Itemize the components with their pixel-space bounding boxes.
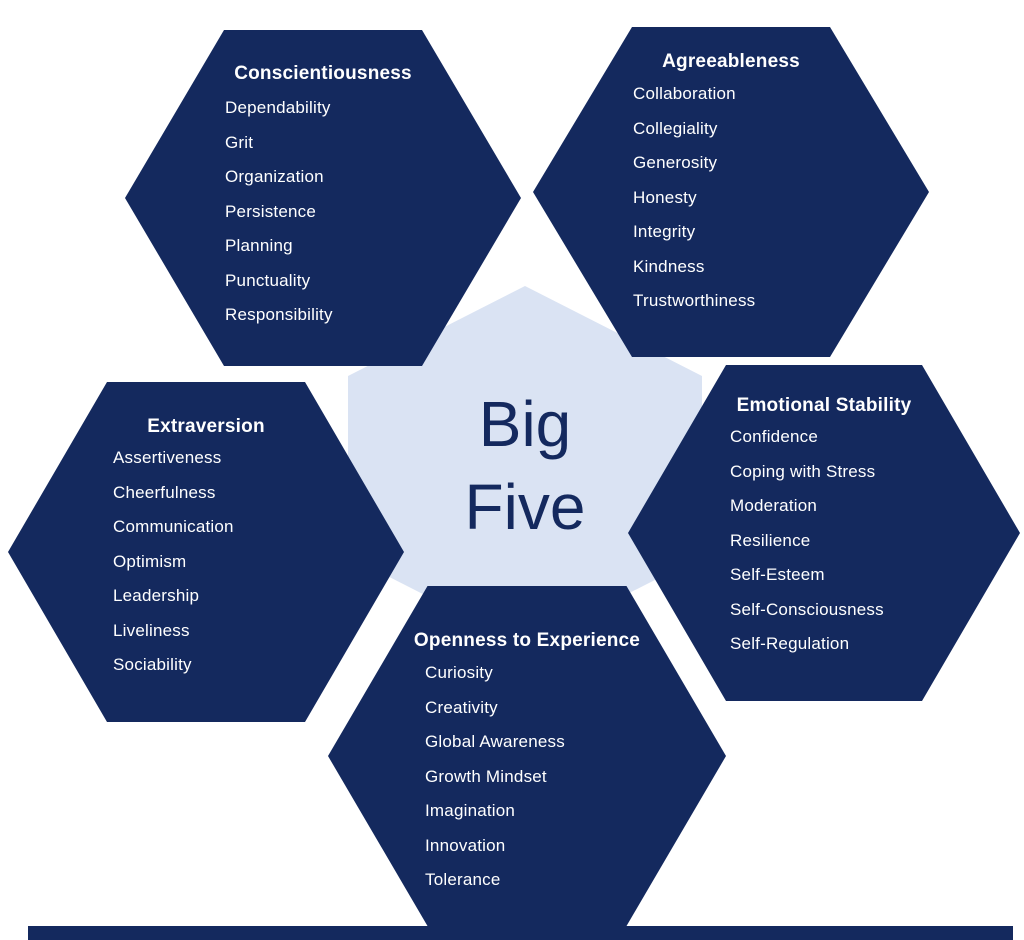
trait-item: Cheerfulness bbox=[113, 482, 216, 502]
trait-item: Sociability bbox=[113, 655, 192, 674]
trait-item: Imagination bbox=[425, 801, 516, 820]
trait-item: Self-Esteem bbox=[730, 565, 825, 584]
trait-list: Dependability Grit Organization Persiste… bbox=[125, 91, 521, 333]
hexagon-agreeableness: Agreeableness Collaboration Collegiality… bbox=[533, 27, 929, 357]
trait-item: Trustworthiness bbox=[633, 291, 756, 310]
hexagon-title: Openness to Experience bbox=[413, 630, 641, 651]
trait-item: Liveliness bbox=[113, 620, 190, 640]
trait-list: Confidence Coping with Stress Moderation… bbox=[628, 420, 1020, 662]
trait-item: Generosity bbox=[633, 153, 718, 172]
trait-item: Assertiveness bbox=[113, 448, 222, 467]
bottom-bar bbox=[28, 926, 1013, 940]
hexagon-title: Extraversion bbox=[147, 416, 265, 437]
trait-item: Coping with Stress bbox=[730, 461, 876, 481]
trait-item: Confidence bbox=[730, 427, 819, 446]
trait-list: Curiosity Creativity Global Awareness Gr… bbox=[328, 656, 726, 898]
trait-item: Persistence bbox=[225, 201, 317, 221]
hexagon-openness-to-experience: Openness to Experience Curiosity Creativ… bbox=[328, 586, 726, 926]
trait-item: Kindness bbox=[633, 256, 705, 276]
trait-item: Innovation bbox=[425, 835, 506, 855]
trait-item: Integrity bbox=[633, 222, 696, 241]
hexagon-title: Conscientiousness bbox=[234, 63, 412, 84]
trait-item: Self-Regulation bbox=[730, 634, 850, 653]
trait-item: Collaboration bbox=[633, 84, 736, 103]
trait-item: Grit bbox=[225, 132, 254, 152]
trait-item: Moderation bbox=[730, 496, 818, 515]
trait-list: Collaboration Collegiality Generosity Ho… bbox=[533, 77, 929, 319]
trait-item: Tolerance bbox=[425, 870, 501, 889]
hexagon-conscientiousness: Conscientiousness Dependability Grit Org… bbox=[125, 30, 521, 366]
trait-item: Communication bbox=[113, 517, 234, 536]
trait-item: Planning bbox=[225, 236, 293, 255]
trait-item: Curiosity bbox=[425, 663, 493, 682]
trait-item: Self-Consciousness bbox=[730, 599, 884, 619]
trait-item: Creativity bbox=[425, 697, 498, 717]
hexagon-extraversion: Extraversion Assertiveness Cheerfulness … bbox=[8, 382, 404, 722]
trait-item: Dependability bbox=[225, 98, 331, 117]
hexagon-title: Agreeableness bbox=[662, 51, 800, 72]
trait-item: Punctuality bbox=[225, 270, 311, 290]
trait-list: Assertiveness Cheerfulness Communication… bbox=[8, 441, 404, 683]
trait-item: Growth Mindset bbox=[425, 766, 547, 786]
trait-item: Leadership bbox=[113, 586, 200, 605]
trait-item: Optimism bbox=[113, 551, 187, 571]
trait-item: Global Awareness bbox=[425, 732, 565, 751]
trait-item: Responsibility bbox=[225, 305, 333, 324]
trait-item: Honesty bbox=[633, 187, 697, 207]
hexagon-title: Emotional Stability bbox=[736, 395, 912, 416]
big-five-title-line2: Five bbox=[464, 471, 586, 543]
trait-item: Organization bbox=[225, 167, 324, 186]
big-five-title-line1: Big bbox=[478, 387, 572, 460]
trait-item: Collegiality bbox=[633, 118, 718, 138]
trait-item: Resilience bbox=[730, 530, 811, 550]
